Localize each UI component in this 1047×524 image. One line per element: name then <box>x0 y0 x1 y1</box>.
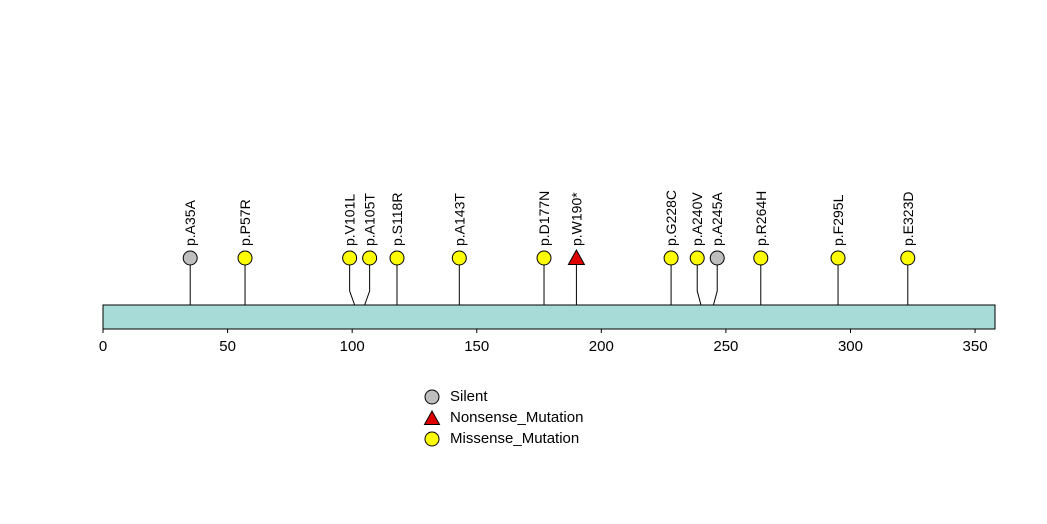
mutation-marker <box>709 250 725 266</box>
mutation-label: p.S118R <box>389 193 405 246</box>
mutation-marker <box>830 250 846 266</box>
mutation-marker <box>900 250 916 266</box>
mutation-label: p.A35A <box>182 199 198 246</box>
mutation-label: p.A240V <box>689 192 705 246</box>
mutation-label: p.A105T <box>362 193 378 246</box>
mutation-stem <box>696 258 702 306</box>
mutation-marker <box>567 248 586 265</box>
mutation-label: p.W190* <box>568 192 584 246</box>
mutation-marker <box>182 250 198 266</box>
legend-label-silent: Silent <box>450 388 488 405</box>
mutation-marker <box>389 250 405 266</box>
mutation-marker <box>536 250 552 266</box>
mutation-marker <box>663 250 679 266</box>
legend-item-nonsense: Nonsense_Mutation <box>423 407 583 428</box>
mutation-marker <box>237 250 253 266</box>
axis-tick-label: 250 <box>713 338 738 355</box>
mutation-marker <box>362 250 378 266</box>
mutation-marker <box>753 250 769 266</box>
missense-circle-icon <box>424 431 440 446</box>
nonsense-triangle-icon <box>423 409 441 425</box>
mutation-label: p.D177N <box>536 191 552 246</box>
axis-tick-label: 150 <box>464 338 489 355</box>
legend-label-nonsense: Nonsense_Mutation <box>450 409 584 426</box>
mutation-marker <box>342 250 358 266</box>
mutation-label: p.G228C <box>663 190 679 246</box>
mutation-stem <box>712 258 718 306</box>
axis-tick-label: 200 <box>589 338 614 355</box>
mutation-label: p.A143T <box>451 193 467 246</box>
protein-bar <box>102 304 996 330</box>
axis-tick-label: 50 <box>219 338 236 355</box>
mutation-stem <box>364 258 371 306</box>
axis-tick-label: 0 <box>99 338 107 355</box>
chart-legend: Silent Nonsense_Mutation Missense_Mutati… <box>423 386 583 449</box>
mutation-label: p.P57R <box>237 199 253 246</box>
axis-tick-label: 350 <box>963 338 988 355</box>
mutation-label: p.R264H <box>753 191 769 246</box>
axis-tick-label: 100 <box>340 338 365 355</box>
mutation-label: p.V101L <box>342 194 358 246</box>
mutation-marker <box>451 250 467 266</box>
legend-item-missense: Missense_Mutation <box>423 428 583 449</box>
mutation-label: p.E323D <box>900 192 916 246</box>
axis-tick-label: 300 <box>838 338 863 355</box>
silent-circle-icon <box>424 389 440 404</box>
mutation-label: p.A245A <box>709 192 725 246</box>
mutation-marker <box>689 250 705 266</box>
mutation-label: p.F295L <box>830 194 846 246</box>
legend-label-missense: Missense_Mutation <box>450 430 580 447</box>
mutation-stem <box>349 258 356 306</box>
legend-item-silent: Silent <box>423 386 583 407</box>
